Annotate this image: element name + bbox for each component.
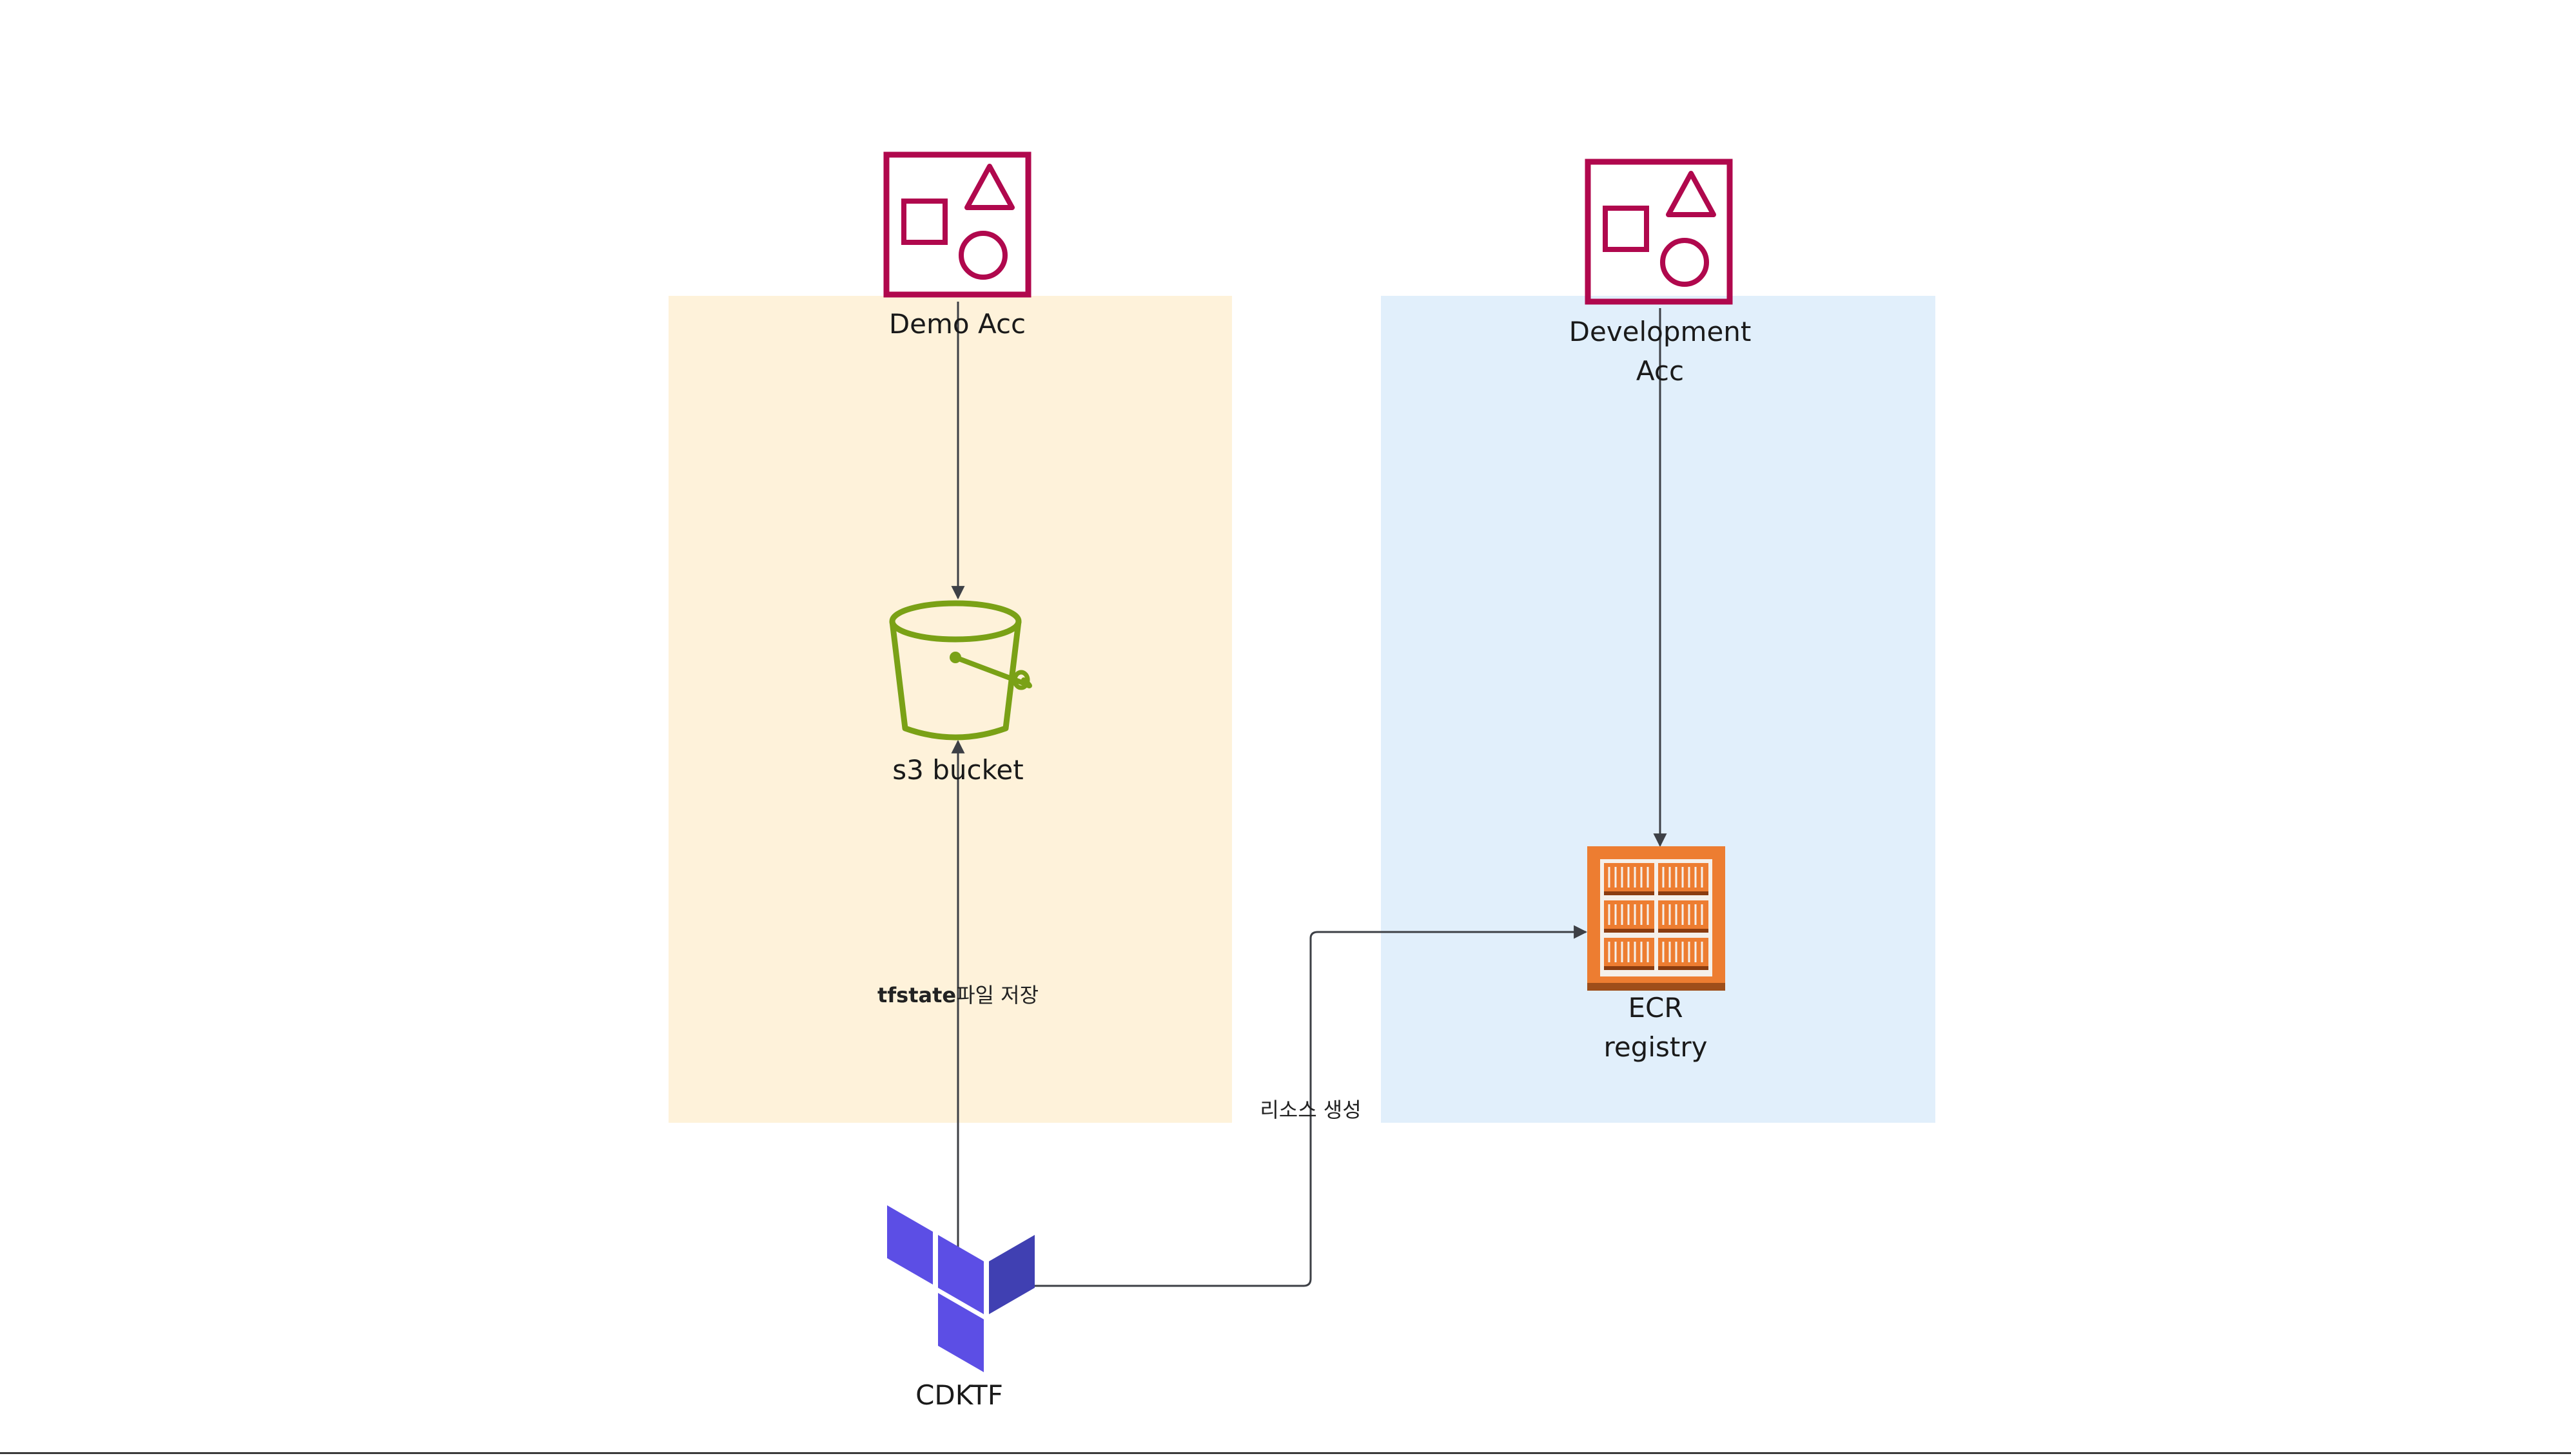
s3-bucket-icon[interactable] [889, 600, 1032, 741]
edge-cdktf-to-ecr[interactable] [1035, 925, 1588, 1287]
ecr-registry-label: ECR registry [1603, 992, 1708, 1063]
edge-label-tfstate-bold: tfstate [877, 983, 957, 1007]
edge-label-tfstate: tfstate파일 저장 [861, 982, 1055, 1008]
bottom-divider [0, 1452, 2571, 1454]
demo-acc-label: Demo Acc [888, 308, 1026, 340]
terraform-icon[interactable] [887, 1205, 1035, 1372]
cdktf-label: CDKTF [915, 1379, 1003, 1411]
demo-account-group [669, 296, 1232, 1123]
demo-account-icon[interactable] [883, 151, 1031, 298]
s3-bucket-label: s3 bucket [892, 754, 1024, 786]
ecr-registry-icon[interactable] [1587, 846, 1725, 991]
edge-label-tfstate-rest: 파일 저장 [956, 983, 1039, 1007]
dev-account-icon[interactable] [1585, 159, 1733, 305]
edge-label-resource: 리소스 생성 [1260, 1098, 1362, 1122]
dev-acc-label: Development Acc [1569, 316, 1752, 387]
